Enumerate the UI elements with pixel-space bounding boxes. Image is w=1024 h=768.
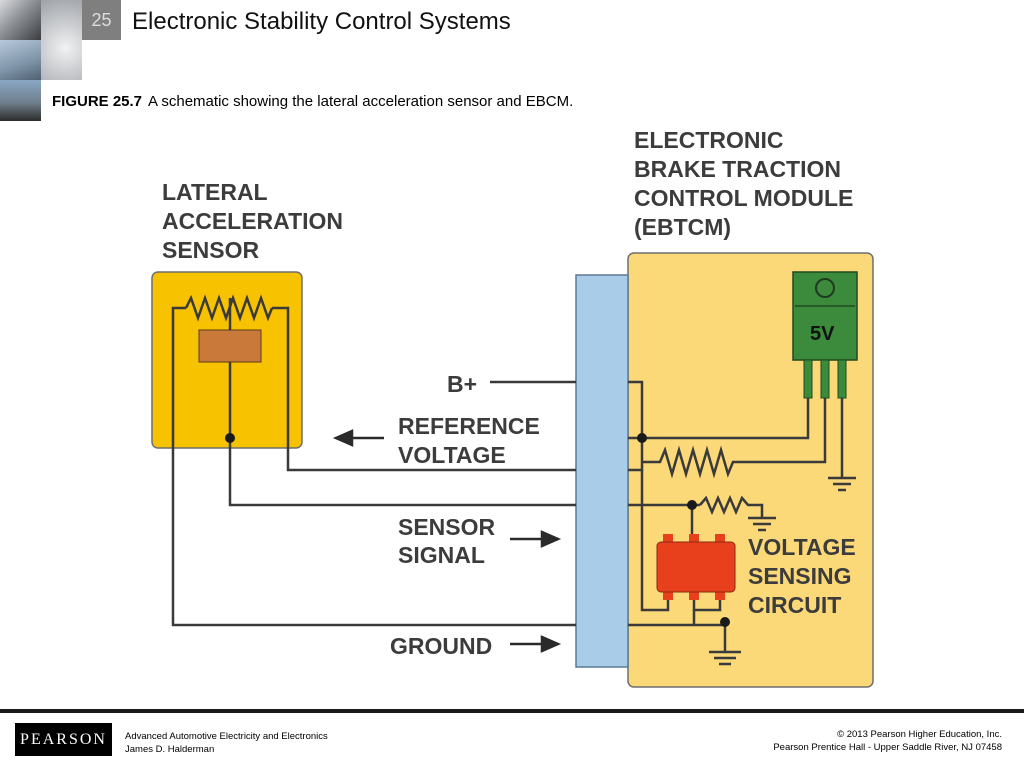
sensor-label-line: SENSOR [162, 237, 260, 263]
pearson-logo: PEARSON [15, 723, 112, 756]
header-thumbnail-car [0, 0, 41, 40]
footer-copyright: © 2013 Pearson Higher Education, Inc. [837, 729, 1002, 740]
sensor-signal-label: SENSOR [398, 514, 496, 540]
circuit-wires [171, 294, 844, 652]
figure-label: FIGURE 25.7 [52, 93, 143, 110]
footer-publisher-info: © 2013 Pearson Higher Education, Inc. Pe… [773, 728, 1002, 754]
reference-voltage-label: REFERENCE [398, 413, 540, 439]
header-thumbnail-sports-car [0, 80, 41, 121]
voltage-sensing-label: CIRCUIT [748, 592, 841, 618]
footer-divider [0, 709, 1024, 713]
voltage-sensing-label: SENSING [748, 563, 852, 589]
figure-caption: FIGURE 25.7 A schematic showing the later… [52, 93, 573, 110]
sensor-element [198, 329, 262, 363]
signal-arrows [332, 429, 562, 653]
regulator-pin [803, 359, 813, 399]
voltage-sensing-label: VOLTAGE [748, 534, 856, 560]
sensor-label-line: ACCELERATION [162, 208, 343, 234]
junction-dots [225, 433, 730, 627]
figure-caption-text: A schematic showing the lateral accelera… [148, 93, 574, 110]
voltage-regulator [792, 271, 858, 361]
module-label-line: (EBTCM) [634, 214, 731, 240]
slide-title: Electronic Stability Control Systems [132, 8, 511, 35]
regulator-pin [837, 359, 847, 399]
connector-block [575, 274, 629, 668]
ground-symbols [709, 476, 856, 666]
module-label-line: ELECTRONIC [634, 127, 784, 153]
b-plus-label: B+ [447, 371, 477, 397]
module-label-line: BRAKE TRACTION [634, 156, 841, 182]
regulator-mounting-hole [815, 278, 835, 298]
header-thumbnail-wheel [41, 0, 82, 80]
sensor-signal-label: SIGNAL [398, 542, 485, 568]
footer-publisher: Pearson Prentice Hall - Upper Saddle Riv… [773, 742, 1002, 753]
module-label-line: CONTROL MODULE [634, 185, 853, 211]
footer-book-title: Advanced Automotive Electricity and Elec… [125, 731, 328, 742]
sensor-label-line: LATERAL [162, 179, 268, 205]
header-thumbnail-engine [0, 40, 41, 80]
reference-voltage-label: VOLTAGE [398, 442, 506, 468]
footer-author: James D. Halderman [125, 744, 215, 755]
regulator-label: 5V [810, 323, 835, 345]
voltage-sensing-chip [656, 534, 736, 600]
regulator-pin [820, 359, 830, 399]
chapter-number: 25 [82, 0, 121, 40]
ground-label: GROUND [390, 633, 492, 659]
footer-book-info: Advanced Automotive Electricity and Elec… [125, 730, 328, 756]
